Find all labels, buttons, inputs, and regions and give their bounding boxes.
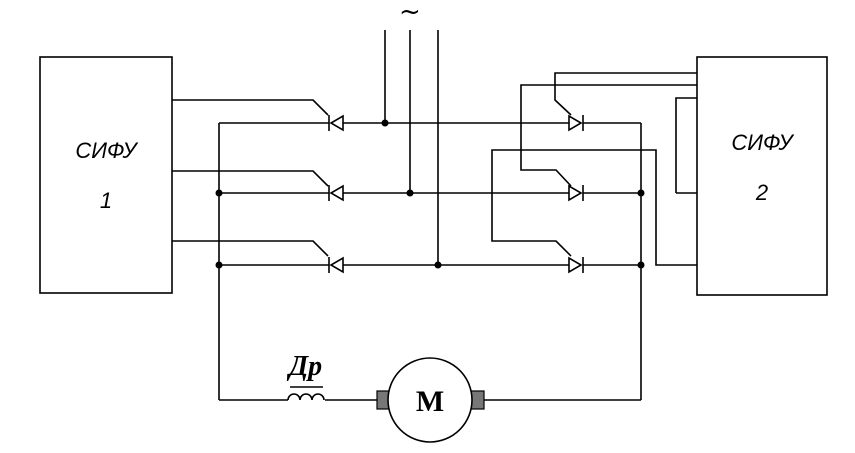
right-bus-wiring (583, 122, 642, 400)
gate-lines-block-1 (172, 99, 329, 257)
motor-brush-right (470, 390, 485, 410)
thyristor-1-3 (328, 256, 344, 274)
junction-dots (215, 119, 645, 269)
thyristor-1-2 (328, 184, 344, 202)
thyristor-1-1 (328, 114, 344, 132)
choke-label: Др (286, 351, 322, 382)
motor: М (376, 357, 485, 443)
control-block-1-title: СИФУ (75, 138, 138, 163)
control-block-2: СИФУ 2 (696, 56, 828, 296)
phase-wiring (343, 122, 569, 266)
thyristor-2-2 (568, 184, 584, 202)
gate-lines-block-2 (491, 72, 697, 266)
control-block-1: СИФУ 1 (39, 56, 173, 294)
control-block-2-frame (696, 56, 828, 296)
motor-label: М (416, 385, 444, 418)
ac-supply-lines (384, 30, 439, 265)
control-block-2-title: СИФУ (731, 130, 794, 155)
control-block-2-number: 2 (755, 180, 768, 205)
ac-supply-symbol: ~ (399, 0, 421, 27)
control-block-1-frame (39, 56, 173, 294)
choke-inductor (287, 386, 325, 401)
motor-housing (387, 357, 473, 443)
control-block-1-number: 1 (100, 188, 112, 213)
thyristor-2-1 (568, 114, 584, 132)
thyristor-2-3 (568, 256, 584, 274)
